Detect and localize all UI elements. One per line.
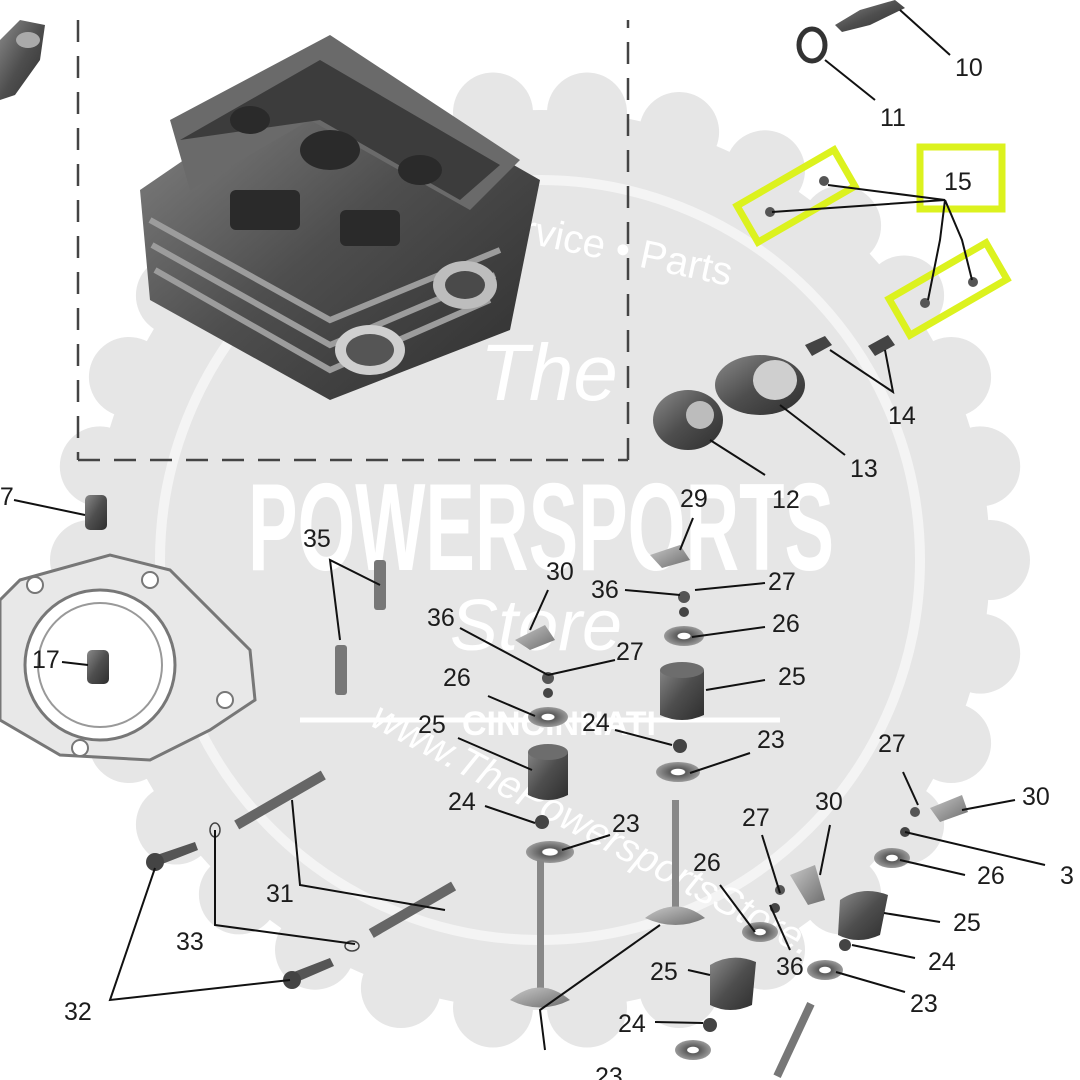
callout-25-right: 25 [953,909,981,937]
callout-13: 13 [850,455,878,483]
watermark-gear-tooth [911,337,992,417]
watermark-gear-tooth [360,948,441,1028]
highlight-boxes [732,143,1012,340]
watermark-gear-tooth [547,72,627,153]
callout-26-center: 26 [772,610,800,638]
callout-27-left: 27 [616,638,644,666]
callout-23-right: 23 [910,990,938,1018]
watermark-gear-tooth [864,784,945,865]
callout-25-center: 25 [778,663,806,691]
callout-23-lower: 23 [595,1063,623,1080]
watermark-gear-tooth [453,967,533,1048]
callout-26-left: 26 [443,664,471,692]
callout-33: 33 [176,928,204,956]
leader-lines [13,9,1046,1051]
watermark-gear-tooth [725,130,805,211]
watermark-gear-tooth [940,426,1021,507]
dashed-assembly-box [76,20,630,462]
callout-36-center: 36 [591,576,619,604]
callout-23-left: 23 [612,810,640,838]
callout-17-top: 17 [0,483,14,511]
callout-29: 29 [680,485,708,513]
watermark-gear-tooth [940,613,1021,694]
callout-24-lower: 24 [618,1010,646,1038]
callout-26-lower: 26 [693,849,721,877]
callout-35: 35 [303,525,331,553]
callout-14: 14 [888,402,916,430]
callout-27-center: 27 [768,568,796,596]
callout-36-left: 36 [427,604,455,632]
callout-15: 15 [944,168,972,196]
valve-train-center [645,545,705,925]
callout-24-left: 24 [448,788,476,816]
watermark-gear-tooth [639,948,720,1028]
watermark-gear-tooth [547,967,627,1048]
callout-26-right: 26 [977,862,1005,890]
watermark-gear-tooth [950,520,1030,600]
callout-10: 10 [955,54,983,82]
highlight-box-screws-b [884,238,1012,340]
callout-25-lower: 25 [650,958,678,986]
watermark-gear-tooth [198,854,279,935]
callout-30-lower: 30 [815,788,843,816]
callout-31: 31 [266,880,294,908]
dowel-pins [85,495,109,684]
callout-11: 11 [880,104,906,132]
callout-3: 3 [1060,862,1074,890]
cylinder-head [140,35,540,400]
watermark-powersports: POWERSPORTS [248,459,834,597]
callout-30-right: 30 [1022,783,1050,811]
watermark-gear-tooth [639,92,720,172]
watermark-gear-tooth [88,337,169,417]
highlight-box-screws-a [732,145,860,247]
upper-right-parts [653,0,978,450]
highlight-box-callout-15 [916,143,1006,213]
callout-23-center: 23 [757,726,785,754]
watermark-gear-tooth [911,703,992,783]
watermark-the: The [480,328,618,417]
callout-36-lower: 36 [776,953,804,981]
callout-24-center: 24 [582,709,610,737]
callout-25-left: 25 [418,711,446,739]
watermark-store: Store [450,586,622,666]
callout-numbers: 10 11 15 14 13 12 17 17 35 29 30 36 27 3… [0,54,1074,1080]
corner-part [0,20,45,100]
watermark-gear-tooth [59,426,140,507]
callout-12: 12 [772,486,800,514]
callout-24-right: 24 [928,948,956,976]
callout-27-right: 27 [878,730,906,758]
watermark-gear-tooth [275,909,355,990]
callout-30-center: 30 [546,558,574,586]
callout-32: 32 [64,998,92,1026]
callout-17: 17 [32,646,60,674]
callout-27-lower: 27 [742,804,770,832]
